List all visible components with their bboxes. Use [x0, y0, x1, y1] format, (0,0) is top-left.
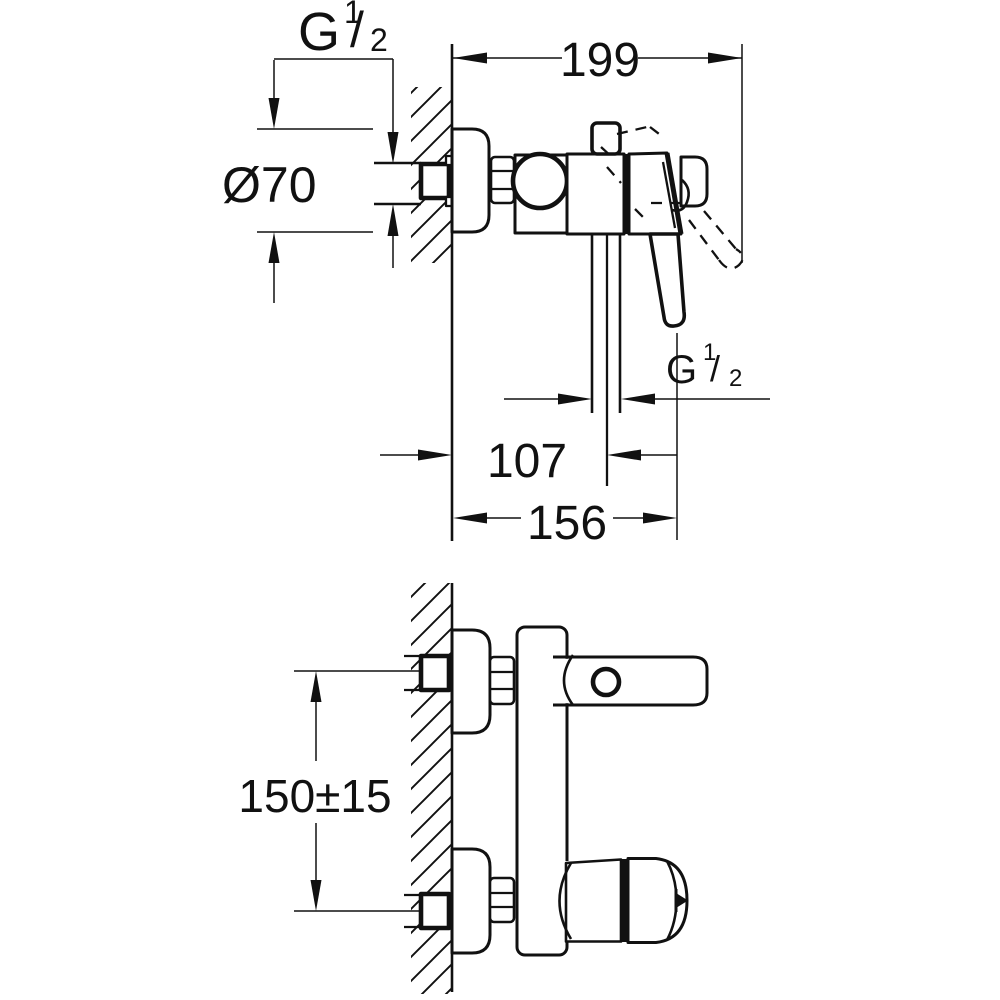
escutcheon-side: [450, 127, 491, 234]
thread-numerator: 1: [703, 339, 716, 366]
front-view: 150±15: [238, 583, 709, 994]
arrowhead-left: [453, 52, 487, 64]
ghost-line: [606, 166, 622, 184]
arrowhead-up: [387, 204, 399, 236]
arm-outline: [553, 655, 709, 707]
union-nut-body: [488, 655, 516, 706]
wall-hatching-front: [411, 583, 452, 994]
dim-156: 156: [453, 333, 678, 550]
handle-inner-slant: [661, 161, 677, 229]
ghost-line: [600, 146, 615, 160]
arrowhead-left: [607, 449, 641, 461]
faucet-side: [374, 121, 744, 486]
arrowhead-right: [643, 512, 677, 524]
knob-base-curve: [558, 862, 573, 940]
arrowhead-left: [453, 512, 487, 524]
handle-edge-slant: [664, 152, 684, 235]
arrowhead-right: [708, 52, 742, 64]
arrowhead-down: [268, 98, 280, 129]
spout-arm: [553, 654, 709, 707]
dim-label-150: 150±15: [238, 770, 391, 822]
side-view: 199 G 1 / 2 Ø70: [222, 0, 770, 550]
dim-thread-wall: G 1 / 2: [274, 0, 399, 268]
union-nut-side: [489, 155, 516, 205]
dim-thread-outlet: G 1 / 2: [504, 339, 770, 405]
inlet-fitting-top: [418, 653, 452, 693]
dim-label-156: 156: [527, 497, 607, 550]
diverter-knob: [590, 121, 622, 156]
ghost-lever-tip: [718, 248, 744, 270]
thread-denominator: 2: [729, 365, 742, 392]
thread-numerator: 1: [344, 0, 362, 30]
knob-collar: [564, 858, 623, 943]
dim-label-diameter-70: Ø70: [222, 157, 317, 213]
knob-marker-arrow: [676, 893, 688, 908]
arm-erase: [553, 658, 700, 704]
wall-pipe-fitting: [418, 161, 452, 201]
ghost-lever-edge: [703, 210, 737, 250]
shower-outlet-pipe: [590, 235, 622, 486]
escutcheon-bottom-front: [450, 847, 492, 955]
arm-hole: [590, 666, 622, 698]
dim-199: 199: [453, 34, 743, 263]
ghost-line: [649, 126, 664, 138]
dim-diameter-70: Ø70: [222, 60, 373, 303]
escutcheon-top-front: [450, 628, 492, 735]
dim-107: 107: [380, 435, 677, 488]
arrowhead-down: [310, 880, 322, 911]
union-nut-body: [489, 155, 516, 205]
arm-base-curve: [562, 654, 575, 706]
dim-150: 150±15: [238, 670, 420, 912]
dim-label-199: 199: [560, 34, 640, 87]
arrowhead-up: [310, 671, 322, 702]
thread-slash: /: [710, 348, 720, 389]
union-nut-body: [488, 876, 516, 924]
faucet-front: [404, 625, 709, 957]
ghost-line: [616, 125, 648, 136]
inlet-fitting-bottom: [418, 891, 452, 931]
thread-letter: G: [666, 348, 697, 392]
arrowhead-right: [418, 449, 452, 461]
ghost-handle-dashed: [600, 125, 682, 223]
thread-denominator: 2: [370, 22, 388, 58]
valve-body-side: [565, 152, 626, 236]
dim-label-107: 107: [487, 435, 567, 488]
wall-section-front: [411, 583, 454, 994]
thread-slash: /: [350, 2, 364, 58]
ball-joint: [510, 151, 570, 211]
union-nut-bottom-front: [488, 876, 516, 924]
arrowhead-up: [268, 232, 280, 263]
control-knob: [550, 857, 689, 944]
lever-side: [648, 232, 687, 328]
wall-section-side: [411, 44, 454, 541]
arrowhead-left: [621, 393, 655, 405]
ghost-lever-edge: [688, 219, 720, 261]
arrowhead-down: [387, 132, 399, 164]
lever-pivot-detail: [671, 179, 690, 212]
union-nut-top-front: [488, 655, 516, 706]
thread-letter: G: [298, 2, 340, 62]
ghost-lever-dashed: [688, 210, 744, 270]
ghost-line: [634, 208, 649, 223]
arrowhead-right: [558, 393, 592, 405]
